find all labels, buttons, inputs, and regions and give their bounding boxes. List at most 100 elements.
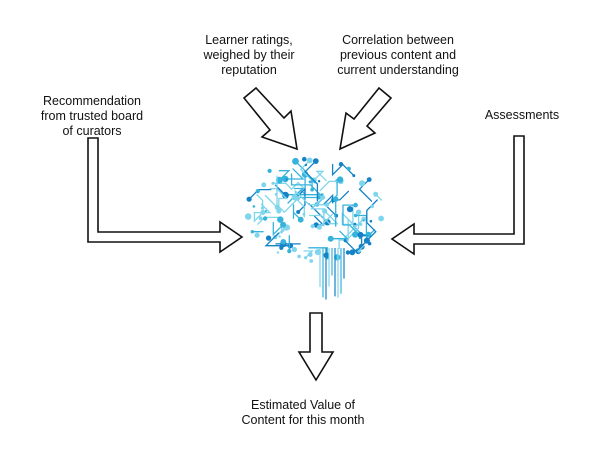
circuit-node [353,222,357,226]
circuit-trace [319,180,342,192]
circuit-trace [278,170,291,181]
circuit-node [302,212,306,216]
circuit-trace [274,184,287,196]
circuit-node [333,196,339,202]
output-label: Estimated Value of Content for this mont… [228,398,378,428]
circuit-node [274,193,278,196]
circuit-node [353,213,358,218]
circuit-node [361,216,366,222]
circuit-node [336,176,344,183]
circuit-trace [366,199,378,242]
circuit-node [346,206,354,213]
circuit-node [327,235,334,242]
circuit-node [302,156,307,162]
circuit-node [265,210,267,212]
circuit-node [276,176,283,184]
input-label-ratings: Learner ratings, weighed by their reputa… [186,33,312,78]
circuit-node [260,209,266,215]
circuit-node [306,157,313,164]
circuit-node [367,241,372,246]
circuit-node [310,224,315,229]
circuit-node [285,178,288,181]
label-line: current understanding [337,63,459,77]
circuit-trace [344,218,365,239]
circuit-node [276,251,280,254]
circuit-node [309,259,314,263]
circuit-node [304,256,308,260]
circuit-trace [344,239,367,253]
circuit-node [280,221,287,228]
circuit-node [296,210,301,214]
circuit-node [279,245,284,250]
circuit-trace [303,250,314,259]
circuit-node [316,224,322,230]
circuit-trace [354,214,376,240]
circuit-node [252,205,256,208]
circuit-node [345,250,351,255]
circuit-trace [264,194,278,208]
circuit-node [359,180,366,187]
circuit-node [352,231,359,238]
circuit-node [308,180,312,184]
circuit-trace [299,159,311,178]
circuit-trace [264,232,291,247]
input-label-assessments: Assessments [470,108,574,123]
circuit-node [363,237,370,244]
circuit-node [366,177,372,183]
brain-circuit-icon [244,156,384,300]
circuit-node [369,219,373,223]
circuit-node [322,208,328,214]
circuit-node [250,230,254,234]
circuit-node [324,202,330,208]
circuit-trace [331,163,355,177]
arrow-correlation-icon [338,86,393,151]
circuit-node [349,249,356,256]
circuit-trace [310,196,325,227]
circuit-trace [272,221,284,237]
input-label-curators: Recommendation from trusted board of cur… [22,94,162,139]
circuit-trace [330,230,349,240]
circuit-node [357,231,364,238]
circuit-trace [292,204,302,221]
circuit-trace [304,160,319,202]
circuit-trace [253,203,272,223]
circuit-node [258,216,263,221]
circuit-node [346,166,351,171]
circuit-node [353,202,358,208]
circuit-node [261,182,267,188]
circuit-node [297,216,304,223]
label-line: weighed by their [203,48,295,62]
circuit-node [338,162,344,167]
circuit-node [304,163,308,167]
circuit-trace [327,180,338,205]
circuit-trace [293,187,305,197]
circuit-node [291,194,298,201]
circuit-trace [347,211,360,240]
label-line: Content for this month [241,413,365,427]
circuit-trace [309,210,339,225]
circuit-node [291,246,297,253]
circuit-node [362,219,365,222]
circuit-node [265,235,272,241]
circuit-node [244,213,252,220]
label-line: previous content and [339,48,457,62]
circuit-node [335,254,338,257]
circuit-node [246,196,252,202]
circuit-node [297,254,301,259]
circuit-node [310,187,314,192]
arrow-output-icon [297,312,335,382]
circuit-node [320,195,326,200]
label-line: reputation [221,63,277,77]
arrow-curators-icon [87,137,244,254]
label-line: Assessments [484,108,560,122]
circuit-node [370,204,374,209]
circuit-trace [276,175,299,214]
circuit-node [274,204,280,210]
circuit-node [352,174,356,178]
circuit-trace [313,170,327,182]
label-line: of curators [62,124,122,138]
label-line: Recommendation [43,94,141,108]
label-line: Estimated Value of [251,398,355,412]
circuit-node [271,181,275,185]
